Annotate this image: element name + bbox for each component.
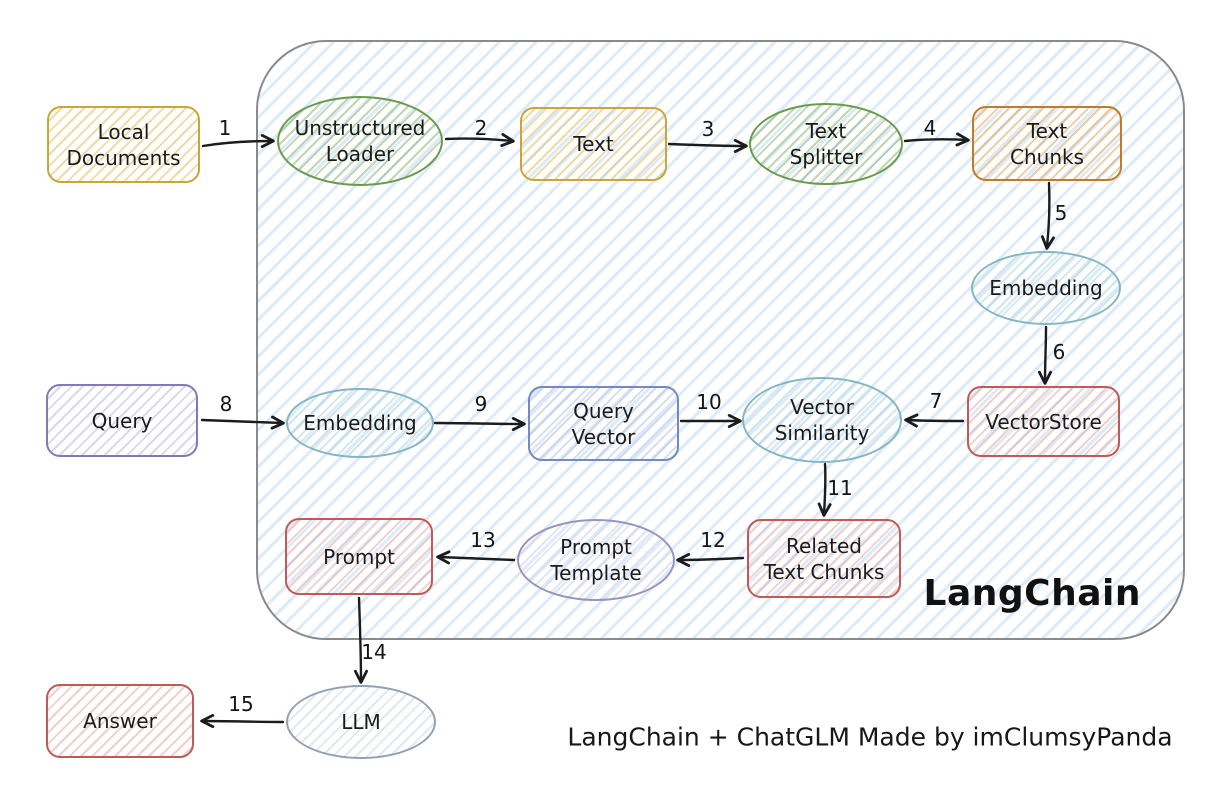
edge-label-15: 15 xyxy=(228,692,254,716)
edge-label-8: 8 xyxy=(219,392,233,416)
edge-14-arrow xyxy=(353,596,368,684)
edge-15-arrow xyxy=(200,714,285,729)
edge-2-arrow xyxy=(444,133,515,147)
edge-3-arrow xyxy=(667,138,748,153)
edge-label-11: 11 xyxy=(827,476,853,500)
edge-13-arrow xyxy=(436,550,516,565)
edge-4-arrow xyxy=(903,132,970,147)
edge-11-arrow xyxy=(817,462,832,517)
langchain-label: LangChain xyxy=(923,573,1141,614)
node-query-vector: Query Vector xyxy=(528,386,679,461)
node-local-documents: Local Documents xyxy=(47,106,200,183)
node-vectorstore: VectorStore xyxy=(967,386,1120,457)
edge-label-10: 10 xyxy=(696,390,722,414)
edge-1-arrow xyxy=(201,134,275,149)
edge-label-7: 7 xyxy=(929,389,943,413)
edge-9-arrow xyxy=(433,416,526,431)
edge-label-2: 2 xyxy=(474,116,488,140)
node-vector-similarity: Vector Similarity xyxy=(742,377,902,463)
node-prompt-template: Prompt Template xyxy=(517,519,675,601)
edge-label-1: 1 xyxy=(218,116,232,140)
node-prompt: Prompt xyxy=(285,518,433,595)
node-unstructured-loader: Unstructured Loader xyxy=(277,96,443,186)
edge-label-5: 5 xyxy=(1054,201,1068,225)
node-embedding-query: Embedding xyxy=(286,388,434,458)
edge-label-12: 12 xyxy=(700,528,726,552)
edge-label-4: 4 xyxy=(923,116,937,140)
edge-12-arrow xyxy=(676,552,745,567)
edge-label-9: 9 xyxy=(474,392,488,416)
node-related-text-chunks: Related Text Chunks xyxy=(747,519,901,598)
edge-label-6: 6 xyxy=(1052,340,1066,364)
node-text-chunks: Text Chunks xyxy=(972,106,1122,181)
node-text-splitter: Text Splitter xyxy=(749,103,903,185)
edge-5-arrow xyxy=(1041,181,1055,250)
edge-label-14: 14 xyxy=(361,640,387,664)
edge-7-arrow xyxy=(904,413,965,428)
edge-label-3: 3 xyxy=(701,117,715,141)
edge-8-arrow xyxy=(200,415,285,430)
node-llm: LLM xyxy=(286,685,436,759)
node-answer: Answer xyxy=(46,684,194,758)
edge-label-13: 13 xyxy=(470,528,496,552)
caption: LangChain + ChatGLM Made by imClumsyPand… xyxy=(567,722,1173,752)
edge-6-arrow xyxy=(1038,325,1053,385)
node-query: Query xyxy=(46,384,198,457)
node-embedding-docs: Embedding xyxy=(971,251,1121,325)
node-text: Text xyxy=(520,107,667,181)
